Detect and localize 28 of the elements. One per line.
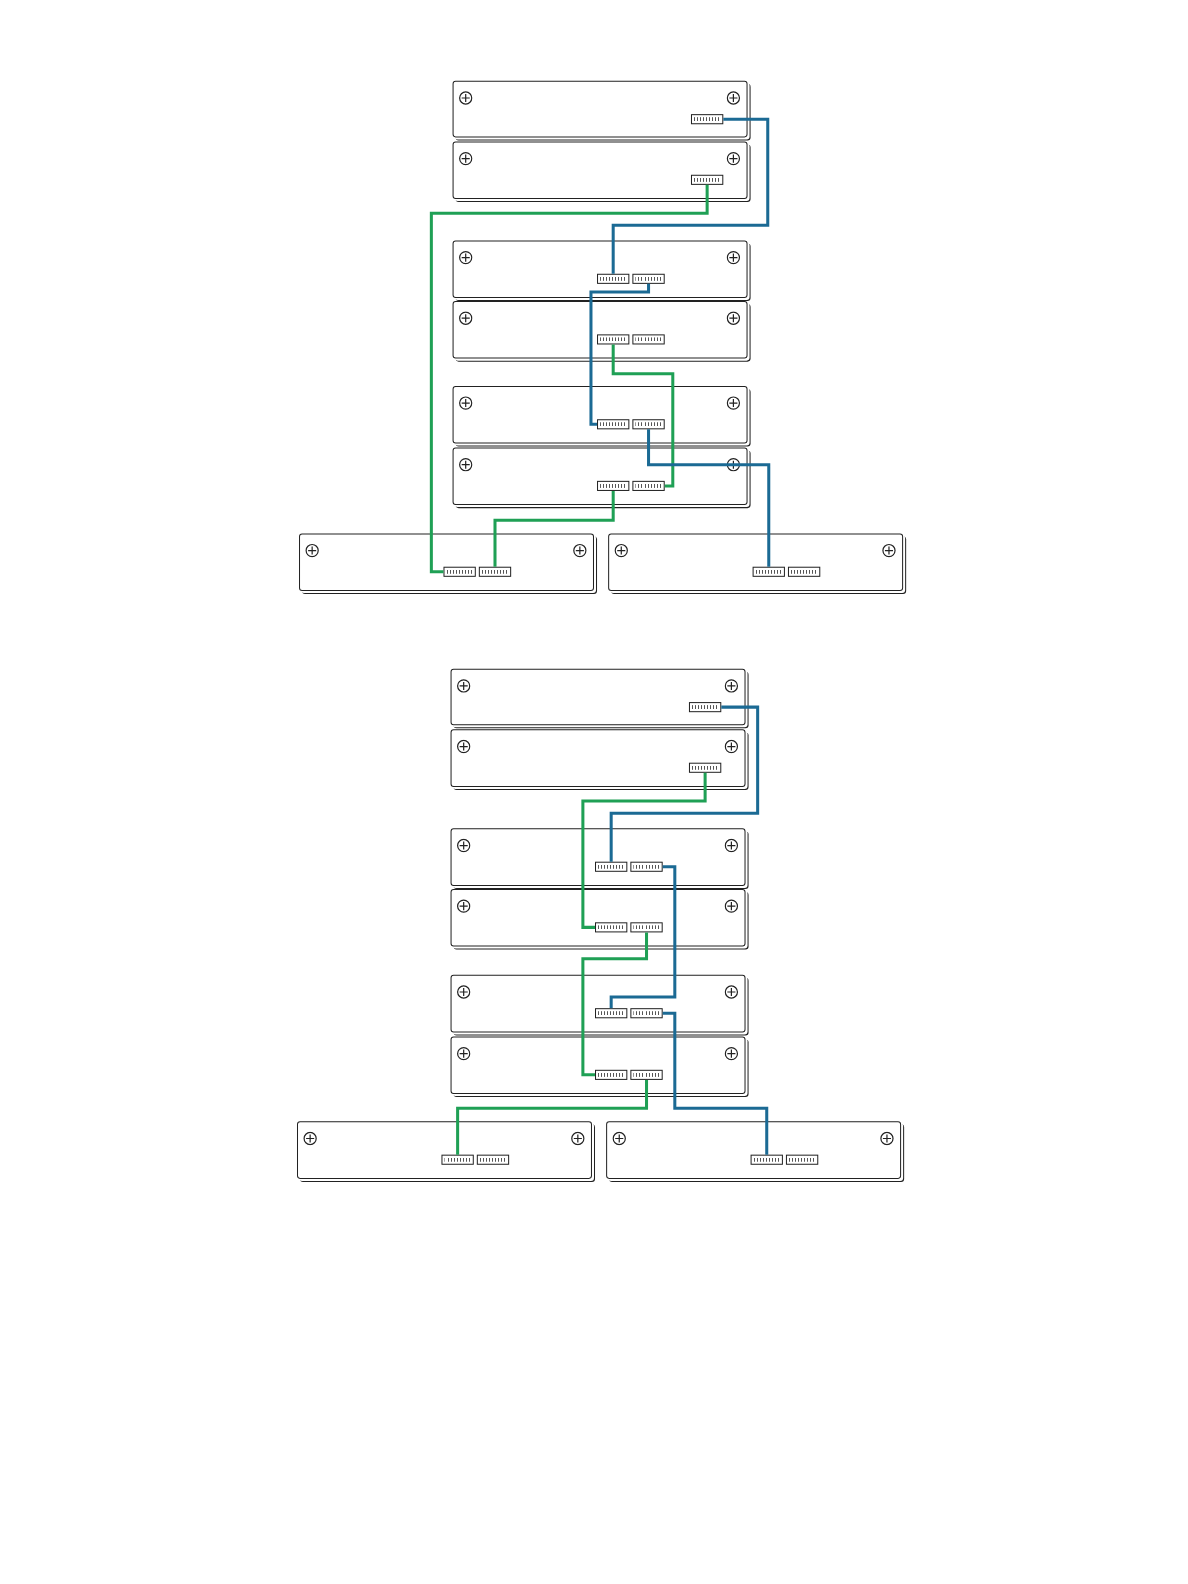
enclosure-module xyxy=(452,447,748,506)
cable xyxy=(589,283,651,426)
enclosure-module xyxy=(452,240,748,298)
enclosure-module xyxy=(608,533,904,591)
enclosure-module xyxy=(452,385,748,444)
enclosure-module xyxy=(450,889,746,947)
cable xyxy=(456,1079,649,1155)
enclosure-module xyxy=(450,974,746,1033)
cable xyxy=(662,1011,769,1155)
cable xyxy=(429,184,709,574)
enclosure-module xyxy=(606,1121,902,1179)
enclosure-module xyxy=(452,80,748,138)
enclosure-module xyxy=(297,1121,592,1179)
enclosure-module xyxy=(452,301,748,359)
enclosure-module xyxy=(450,1036,746,1095)
enclosure-module xyxy=(299,533,594,591)
enclosure-module xyxy=(452,141,748,199)
cable xyxy=(611,117,770,274)
cable xyxy=(609,865,677,1009)
cable xyxy=(493,490,615,567)
cable xyxy=(611,344,675,488)
cable xyxy=(647,429,771,567)
cable xyxy=(581,772,707,929)
enclosure-module xyxy=(450,668,746,726)
enclosure-module xyxy=(450,729,746,787)
cable xyxy=(581,932,649,1077)
cable xyxy=(609,705,760,862)
enclosure-module xyxy=(450,828,746,886)
